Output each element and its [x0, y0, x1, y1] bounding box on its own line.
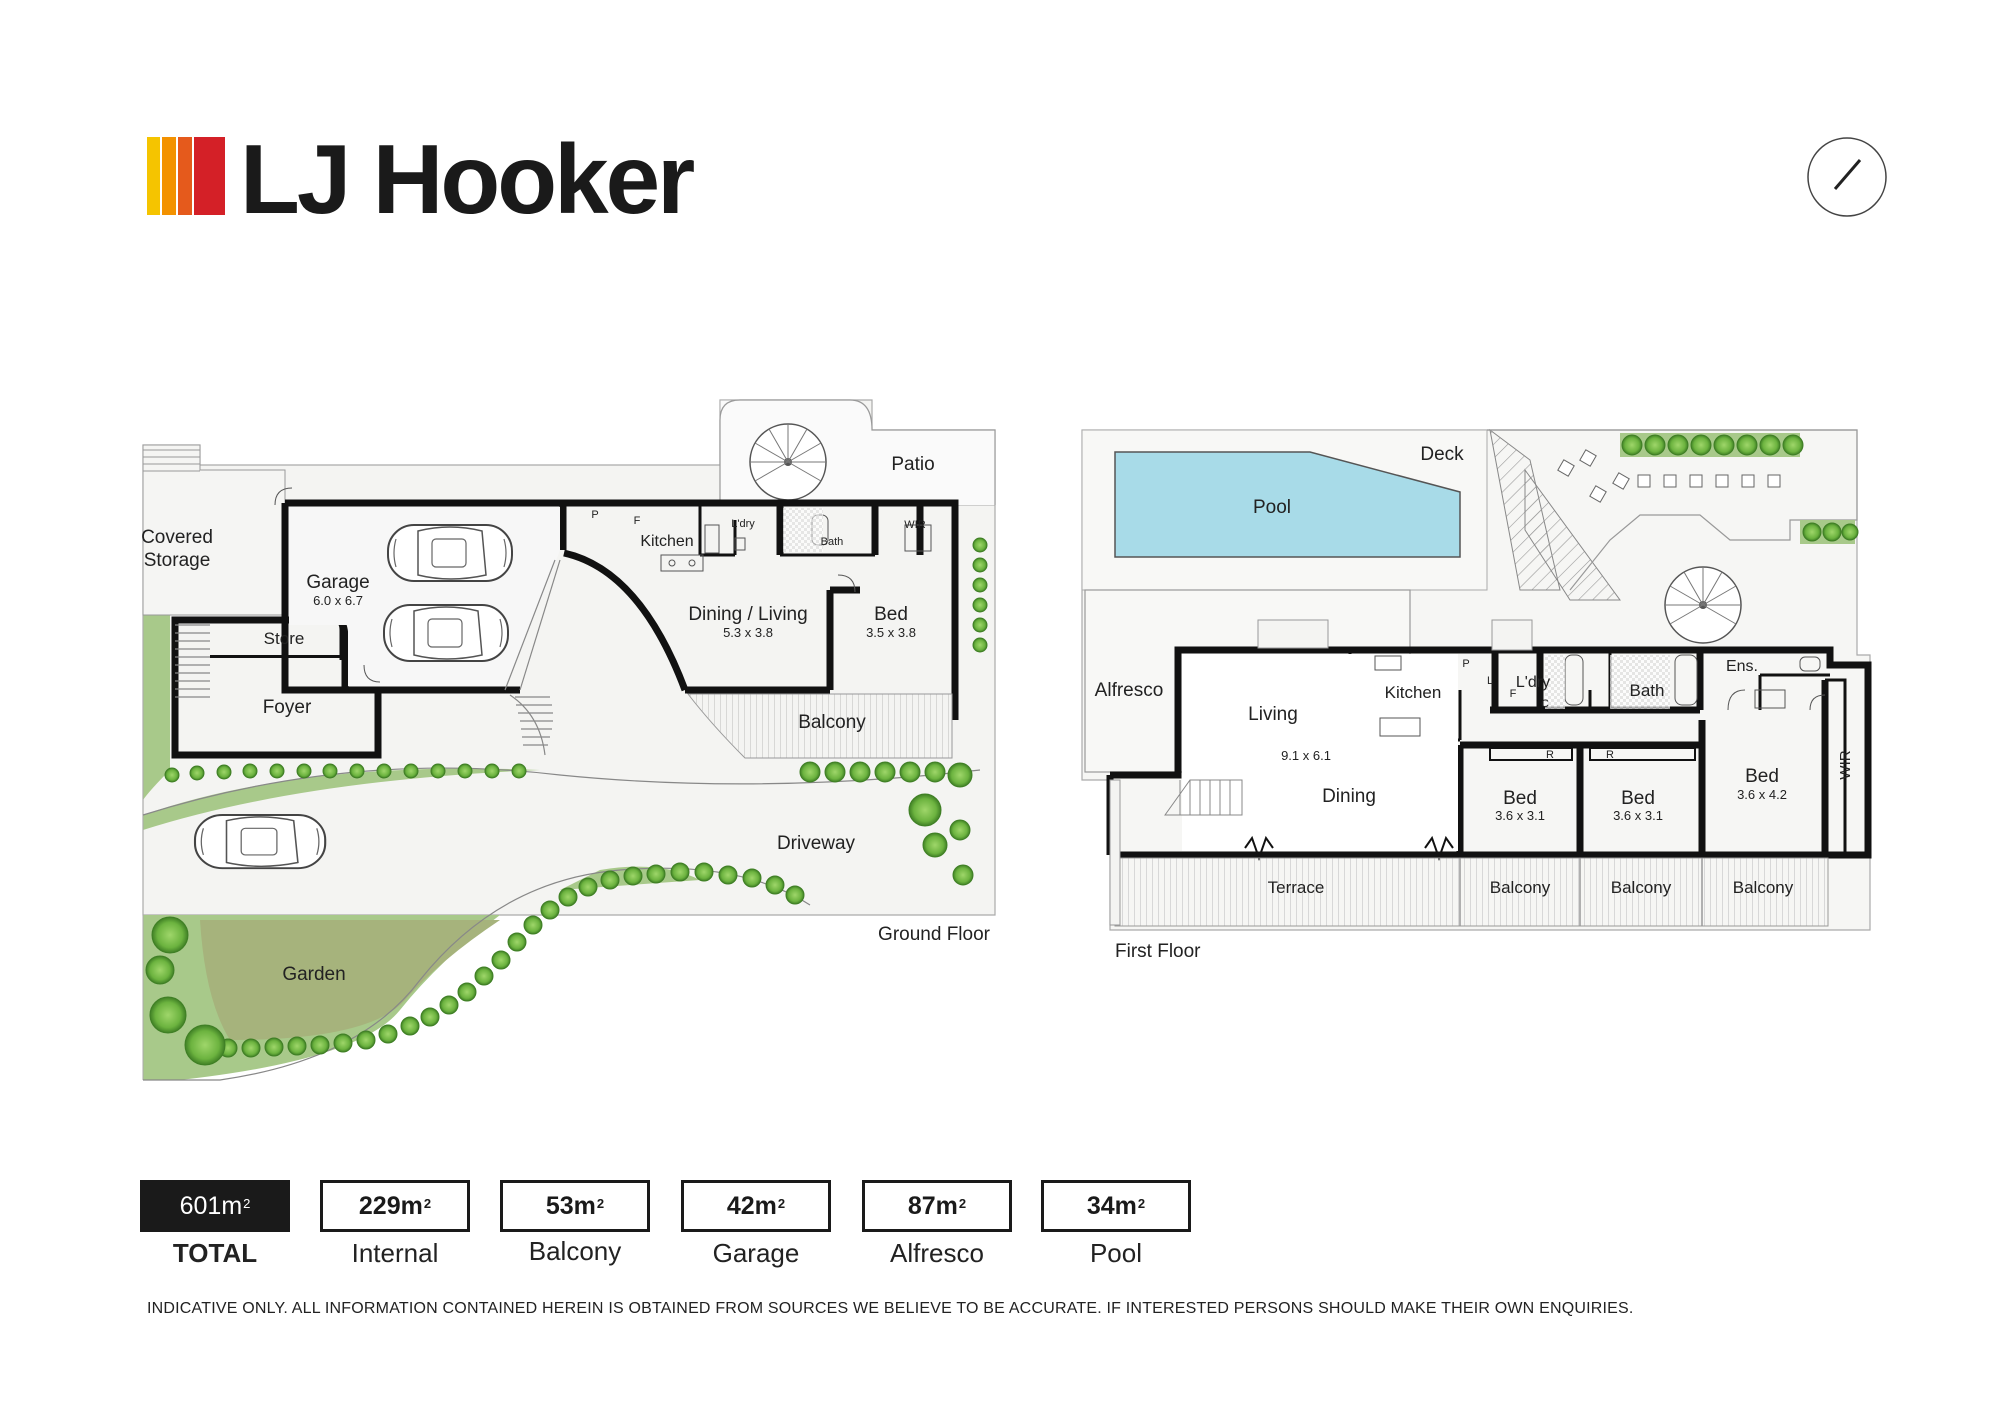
- brand-name: LJ Hooker: [240, 124, 694, 234]
- ff-r2-label: R: [1606, 749, 1614, 761]
- area-value-total: 601m: [179, 1191, 243, 1220]
- area-sup-internal: 2: [423, 1195, 432, 1211]
- gf-garage-label: Garage: [306, 572, 369, 593]
- gf-garden-label: Garden: [282, 964, 345, 985]
- gf-p-label: P: [591, 509, 598, 521]
- gf-dining-living-label: Dining / Living: [688, 604, 807, 625]
- ff-terrace-label: Terrace: [1268, 878, 1325, 897]
- area-label-pool: Pool: [1089, 1238, 1143, 1268]
- gf-bed-label: Bed: [874, 604, 908, 625]
- ff-bed1-dim: 3.6 x 3.1: [1495, 808, 1545, 823]
- ff-laundry-label: L'dry: [1516, 674, 1550, 691]
- gf-balcony-label: Balcony: [798, 712, 866, 733]
- brand-bar-orange: [178, 137, 192, 215]
- ff-bed3-dim: 3.6 x 4.2: [1737, 787, 1787, 802]
- ff-f-label: F: [1510, 688, 1517, 700]
- area-value-internal: 229m: [358, 1191, 423, 1220]
- gf-laundry-label: L'dry: [731, 518, 755, 530]
- gf-covered-label-1: Covered: [141, 527, 213, 548]
- area-label-internal: Internal: [351, 1238, 439, 1268]
- gf-garage-dim: 6.0 x 6.7: [313, 593, 363, 608]
- ff-bed3-label: Bed: [1745, 766, 1779, 787]
- brand-logo: LJ Hooker: [147, 124, 697, 234]
- area-sup-pool: 2: [1137, 1195, 1146, 1211]
- ff-living-dim: 9.1 x 6.1: [1281, 748, 1331, 763]
- ff-deck-label: Deck: [1420, 444, 1464, 465]
- ff-pool-label: Pool: [1253, 497, 1291, 518]
- ff-balcony1-label: Balcony: [1490, 878, 1551, 897]
- ff-balcony3-label: Balcony: [1733, 878, 1794, 897]
- ff-alfresco-label: Alfresco: [1095, 680, 1164, 701]
- ff-l-label: L: [1487, 675, 1493, 687]
- pool-shape: [1114, 451, 1461, 558]
- brand-bar-yellow: [147, 137, 160, 215]
- gf-f-label: F: [634, 515, 641, 527]
- ff-wir-label: WIR: [1837, 750, 1854, 779]
- ff-ensuite-label: Ens.: [1726, 658, 1758, 675]
- ff-bed2-label: Bed: [1621, 788, 1655, 809]
- area-sup-garage: 2: [777, 1195, 786, 1211]
- brand-bar-amber: [162, 137, 176, 215]
- area-sup-alfresco: 2: [958, 1195, 967, 1211]
- gf-wir-label: WIR: [904, 519, 925, 531]
- area-sup-total: 2: [243, 1195, 251, 1211]
- ff-dining-label: Dining: [1322, 786, 1376, 807]
- disclaimer-text: INDICATIVE ONLY. ALL INFORMATION CONTAIN…: [147, 1300, 1634, 1317]
- area-label-total: TOTAL: [172, 1238, 258, 1268]
- ff-r1-label: R: [1546, 749, 1554, 761]
- ff-floor-label: First Floor: [1115, 941, 1201, 962]
- area-label-alfresco: Alfresco: [890, 1238, 984, 1268]
- area-value-alfresco: 87m: [907, 1191, 958, 1220]
- first-floor-plan: Pool Deck Alfresco Living 9.1 x 6.1 Dini…: [1081, 428, 1872, 962]
- hedge-row: [145, 537, 988, 1066]
- ground-floor-plan: Covered Storage Garage 6.0 x 6.7 Store F…: [141, 399, 996, 1081]
- area-value-balcony: 53m: [545, 1191, 596, 1220]
- ff-balcony2-label: Balcony: [1611, 878, 1672, 897]
- gf-floor-label: Ground Floor: [878, 924, 991, 945]
- ff-living-label: Living: [1248, 704, 1298, 725]
- ff-kitchen-label: Kitchen: [1385, 683, 1442, 702]
- area-value-garage: 42m: [726, 1191, 777, 1220]
- area-label-garage: Garage: [712, 1238, 800, 1268]
- ff-p-label: P: [1462, 658, 1469, 670]
- gf-store-label: Store: [264, 629, 305, 648]
- gf-kitchen-label: Kitchen: [640, 533, 693, 550]
- area-sup-balcony: 2: [596, 1195, 605, 1211]
- gf-dining-living-dim: 5.3 x 3.8: [723, 625, 773, 640]
- ff-bed2-dim: 3.6 x 3.1: [1613, 808, 1663, 823]
- compass-icon: [1807, 137, 1887, 217]
- ff-bath-label: Bath: [1630, 681, 1665, 700]
- ff-c-label: C: [1541, 698, 1549, 710]
- brand-bar-red: [194, 137, 225, 215]
- area-value-pool: 34m: [1086, 1191, 1137, 1220]
- gf-patio-label: Patio: [891, 454, 934, 475]
- area-label-balcony: Balcony: [528, 1236, 622, 1266]
- ff-bed1-label: Bed: [1503, 788, 1537, 809]
- gf-covered-label-2: Storage: [144, 550, 211, 571]
- gf-foyer-label: Foyer: [263, 697, 312, 718]
- gf-bath-label: Bath: [821, 536, 844, 548]
- gf-bed-dim: 3.5 x 3.8: [866, 625, 916, 640]
- gf-driveway-label: Driveway: [777, 833, 856, 854]
